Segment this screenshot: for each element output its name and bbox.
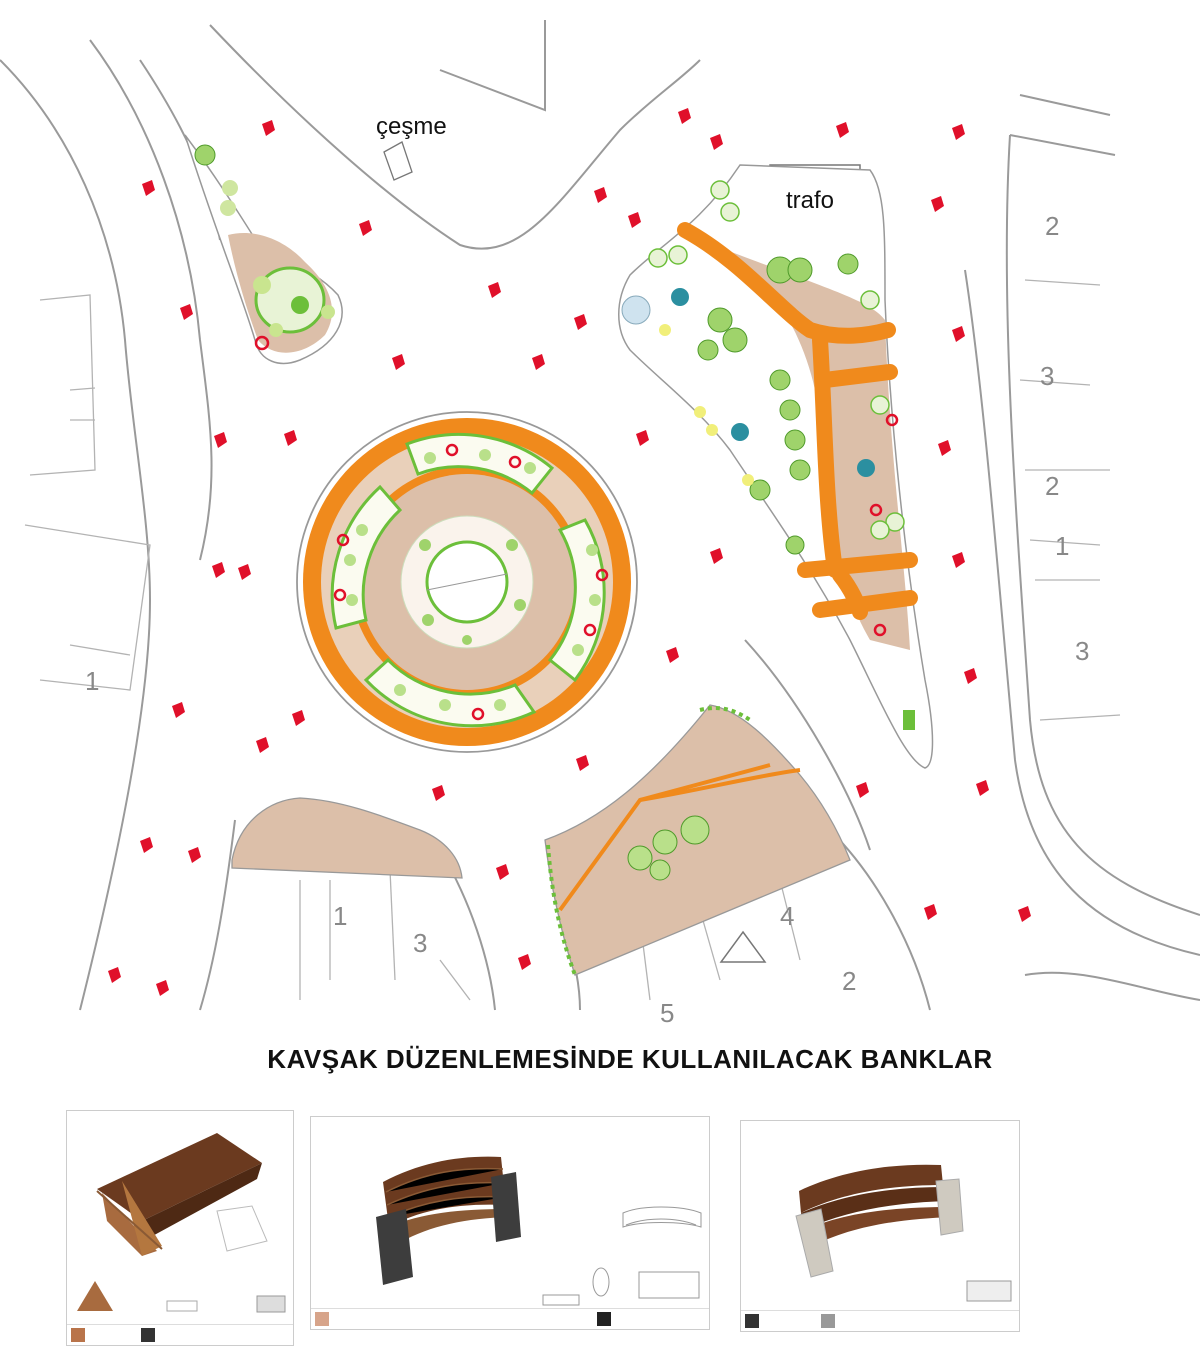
lot-number: 5 [660,998,674,1028]
tree-marker-icon [938,440,951,456]
tree-marker-icon [678,108,691,124]
label-fountain: çeşme [376,113,447,140]
lot-number: 3 [1075,636,1089,666]
tree-marker-icon [359,220,372,236]
tree-marker-icon [710,548,723,564]
tree-marker-icon [284,430,297,446]
tree-marker-icon [576,755,589,771]
tree-marker-icon [856,782,869,798]
material-swatch [315,1312,329,1326]
site-plan: çeşme trafo 2 3 2 1 3 1 1 3 4 2 5 [0,20,1200,1028]
street-trees [108,108,1031,996]
bench-card-footer [741,1310,1019,1331]
lot-number: 3 [413,928,427,958]
tree-marker-icon [666,647,679,663]
tree-marker-icon [931,196,944,212]
tree-marker-icon [496,864,509,880]
tree-marker-icon [140,837,153,853]
tree-marker-icon [392,354,405,370]
material-swatch [597,1312,611,1326]
material-swatch [821,1314,835,1328]
tree-marker-icon [256,737,269,753]
label-transformer: trafo [786,187,834,214]
tree-marker-icon [952,326,965,342]
lot-number: 4 [780,901,794,931]
tree-marker-icon [1018,906,1031,922]
tree-marker-icon [952,124,965,140]
tree-marker-icon [214,432,227,448]
fountain-marker [383,141,413,181]
tree-marker-icon [636,430,649,446]
bench-card-2 [310,1116,710,1330]
tree-marker-icon [156,980,169,996]
tree-marker-icon [180,304,193,320]
lot-number: 1 [1055,531,1069,561]
tree-marker-icon [976,780,989,796]
lot-number: 2 [1045,211,1059,241]
island-east [618,164,934,769]
tree-marker-icon [172,702,185,718]
bench-card-1 [66,1110,294,1346]
lot-number: 2 [842,966,856,996]
lot-number: 2 [1045,471,1059,501]
island-southwest [231,797,463,879]
lot-number: 1 [85,666,99,696]
tree-marker-icon [188,847,201,863]
tree-marker-icon [292,710,305,726]
tree-marker-icon [952,552,965,568]
tree-marker-icon [488,282,501,298]
page-title: KAVŞAK DÜZENLEMESİNDE KULLANILACAK BANKL… [267,1044,993,1074]
material-swatch [141,1328,155,1342]
tree-marker-icon [142,180,155,196]
tree-marker-icon [212,562,225,578]
roundabout [296,411,638,753]
material-swatch [745,1314,759,1328]
tree-marker-icon [238,564,251,580]
tree-marker-icon [262,120,275,136]
tree-marker-icon [574,314,587,330]
tree-marker-icon [432,785,445,801]
island-south [544,704,851,976]
tree-marker-icon [964,668,977,684]
warning-triangle [719,930,767,963]
bench-card-3 [740,1120,1020,1332]
tree-marker-icon [532,354,545,370]
bench-1-render [77,1133,286,1313]
bench-card-footer [67,1324,293,1345]
tree-marker-icon [628,212,641,228]
material-swatch [71,1328,85,1342]
tree-marker-icon [924,904,937,920]
tree-marker-icon [836,122,849,138]
tree-marker-icon [108,967,121,983]
lot-number: 1 [333,901,347,931]
bench-card-footer [311,1308,709,1329]
island-northwest [184,134,343,365]
tree-marker-icon [518,954,531,970]
bench-3-render [795,1164,1012,1302]
tree-marker-icon [594,187,607,203]
bench-2-render [376,1156,702,1306]
lot-number: 3 [1040,361,1054,391]
tree-marker-icon [710,134,723,150]
